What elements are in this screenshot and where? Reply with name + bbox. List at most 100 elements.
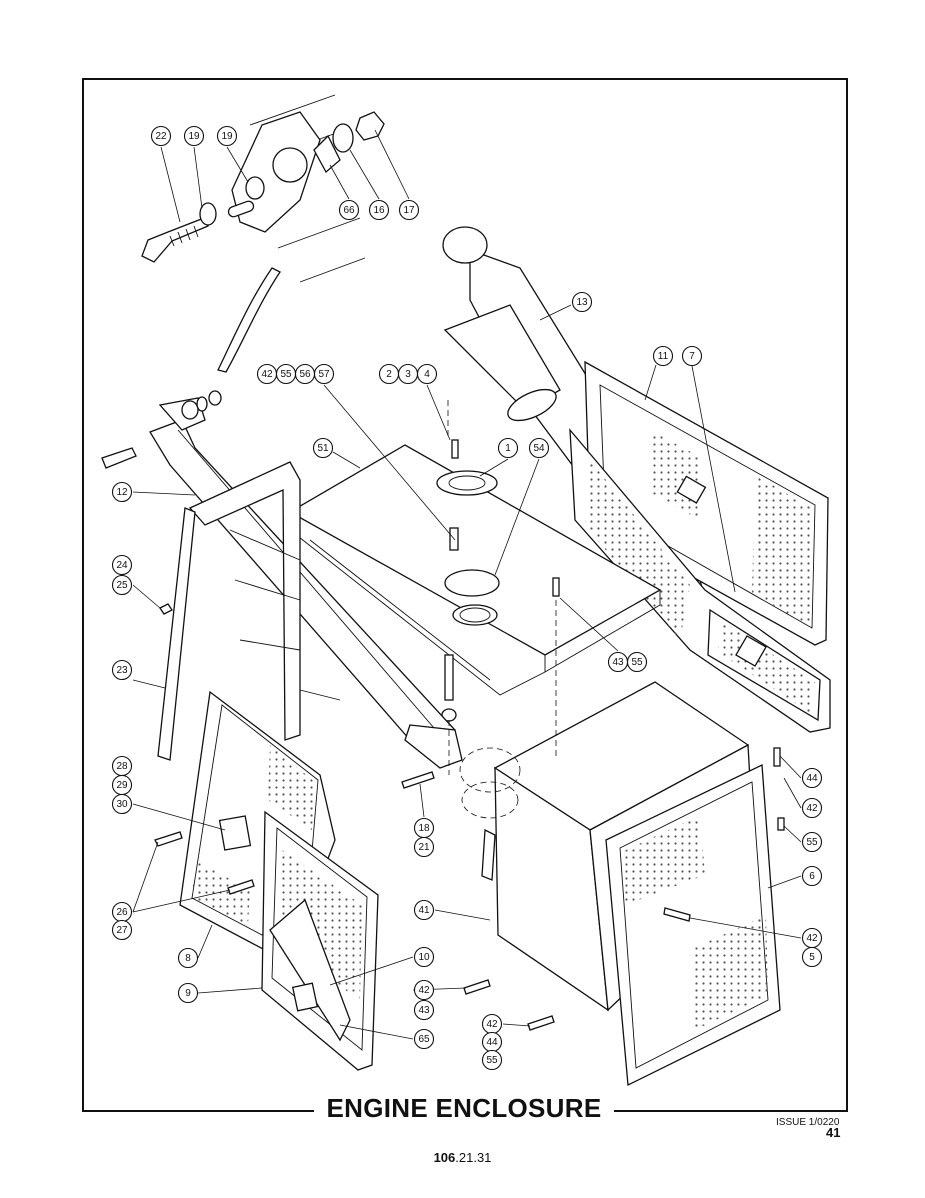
callout-balloon (111, 793, 133, 815)
callout-number: 16 (373, 205, 385, 216)
callout-balloon (413, 836, 435, 858)
callout-number: 42 (261, 369, 273, 380)
callout-c30: 30 (111, 793, 133, 815)
callout-c28: 28 (111, 755, 133, 777)
callout-number: 55 (806, 837, 818, 848)
callout-number: 42 (418, 985, 430, 996)
callout-balloon (801, 946, 823, 968)
callout-c42b: 42 (801, 797, 823, 819)
washer-19a (199, 202, 217, 226)
callout-number: 3 (405, 369, 411, 380)
rear-frame (157, 461, 341, 761)
page-title: ENGINE ENCLOSURE (326, 1093, 602, 1123)
callout-balloon (416, 363, 438, 385)
callout-c43a: 43 (607, 651, 629, 673)
callout-c66: 66 (338, 199, 360, 221)
callout-number: 57 (318, 369, 330, 380)
document-code-rest: .21.31 (455, 1150, 492, 1165)
callout-balloon (801, 767, 823, 789)
document-code-bold: 106 (433, 1150, 456, 1165)
callout-number: 27 (116, 925, 128, 936)
page-number: 41 (826, 1125, 841, 1140)
pivot-detail (141, 94, 385, 283)
callout-balloon (398, 199, 420, 221)
callout-number: 9 (185, 988, 191, 999)
callout-number: 28 (116, 761, 128, 772)
callout-c57: 57 (313, 363, 335, 385)
callout-c1: 1 (497, 437, 519, 459)
callout-balloon (111, 574, 133, 596)
callout-c19a: 19 (183, 125, 205, 147)
door-panel-9 (261, 810, 379, 1071)
callout-c55d: 55 (481, 1049, 503, 1071)
callout-balloon (111, 659, 133, 681)
gasket-1 (436, 470, 498, 496)
callout-number: 5 (809, 952, 815, 963)
leader-lines (132, 129, 802, 1040)
nut-17 (355, 111, 385, 141)
callout-c42a: 42 (256, 363, 278, 385)
frame-bottom-right (614, 1110, 848, 1112)
callout-c55c: 55 (801, 831, 823, 853)
detail-arrow (217, 267, 281, 373)
washer-19b (245, 176, 265, 200)
bolt-22 (141, 217, 209, 263)
callout-number: 30 (116, 799, 128, 810)
callout-c42d: 42 (413, 979, 435, 1001)
callout-balloon (801, 831, 823, 853)
callout-number: 22 (155, 131, 167, 142)
callout-c25: 25 (111, 574, 133, 596)
callout-number: 42 (486, 1019, 498, 1030)
callout-number: 12 (116, 487, 128, 498)
callout-number: 10 (418, 952, 430, 963)
callout-balloon (216, 125, 238, 147)
callout-number: 44 (486, 1037, 498, 1048)
callout-number: 17 (403, 205, 415, 216)
callout-balloon (413, 979, 435, 1001)
callout-c11: 11 (652, 345, 674, 367)
grommet-54 (444, 569, 500, 597)
callout-c5: 5 (801, 946, 823, 968)
callout-number: 66 (343, 205, 355, 216)
callout-balloon (652, 345, 674, 367)
callout-c10: 10 (413, 946, 435, 968)
callout-balloon (177, 982, 199, 1004)
callout-balloon (150, 125, 172, 147)
callout-c12: 12 (111, 481, 133, 503)
callout-number: 42 (806, 933, 818, 944)
washer-16 (332, 123, 354, 153)
document-code: 106.21.31 (0, 1150, 925, 1165)
callout-number: 2 (386, 369, 392, 380)
callout-c65: 65 (413, 1028, 435, 1050)
callout-number: 51 (317, 443, 329, 454)
callout-number: 13 (576, 297, 588, 308)
callout-balloon (368, 199, 390, 221)
callout-number: 54 (533, 443, 545, 454)
callout-balloon (177, 947, 199, 969)
callout-number: 8 (185, 953, 191, 964)
callout-c18: 18 (413, 817, 435, 839)
callout-c44a: 44 (801, 767, 823, 789)
callout-balloon (413, 999, 435, 1021)
callout-c8: 8 (177, 947, 199, 969)
callout-c6: 6 (801, 865, 823, 887)
bushing-66 (313, 134, 341, 174)
callout-c51: 51 (312, 437, 334, 459)
side-panel-7 (569, 428, 831, 733)
callout-number: 29 (116, 780, 128, 791)
callout-balloon (111, 919, 133, 941)
callout-balloon (312, 437, 334, 459)
callout-c44b: 44 (481, 1031, 503, 1053)
right-door-6 (605, 764, 781, 1087)
callout-number: 26 (116, 907, 128, 918)
callout-balloon (481, 1049, 503, 1071)
callout-number: 19 (221, 131, 233, 142)
top-plate-51 (288, 439, 662, 722)
drawing-frame (82, 78, 848, 1112)
callout-c13: 13 (571, 291, 593, 313)
callout-c23: 23 (111, 659, 133, 681)
callout-c55a: 55 (275, 363, 297, 385)
callout-number: 55 (280, 369, 292, 380)
callout-balloon (338, 199, 360, 221)
